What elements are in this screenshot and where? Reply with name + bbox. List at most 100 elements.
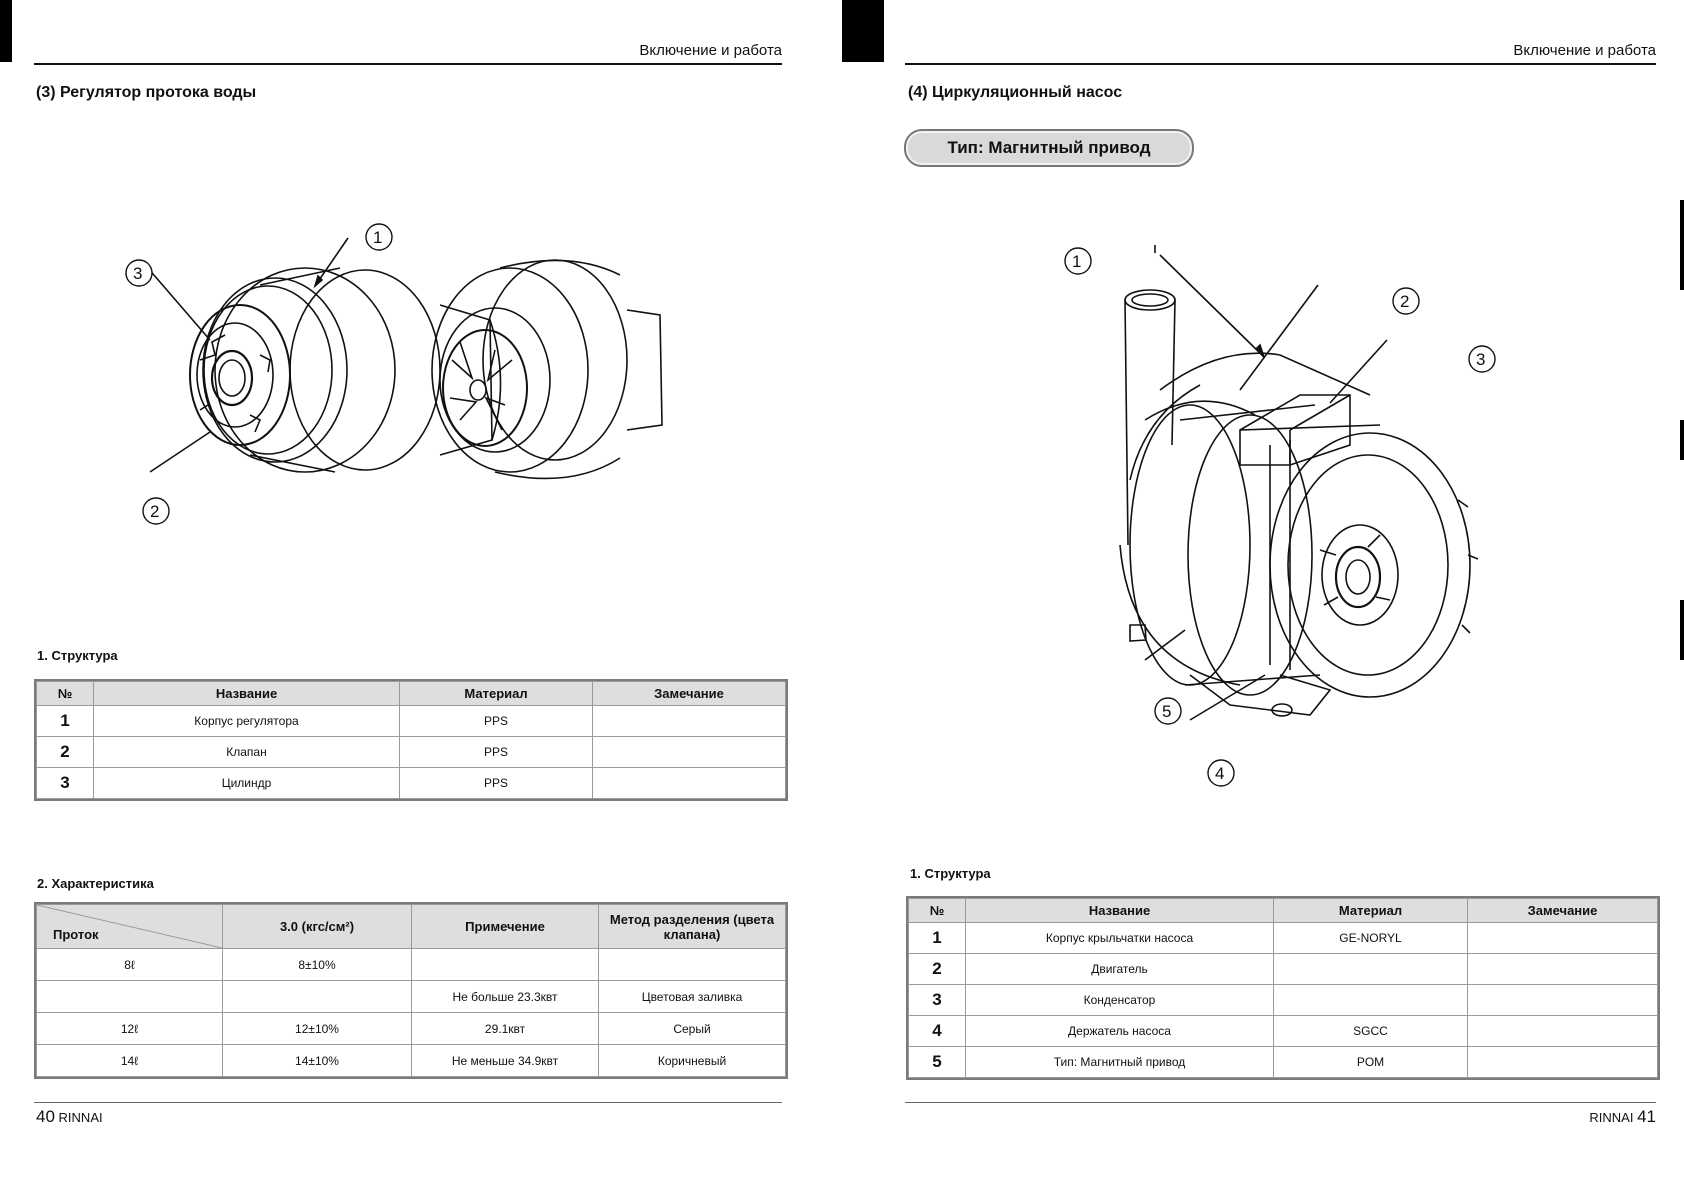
page-edge-tab-right <box>842 0 884 62</box>
column-header: Замечание <box>592 681 786 706</box>
callout-marker-3: 3 <box>125 259 153 287</box>
part-note <box>1467 922 1658 954</box>
footer-rule <box>34 1102 782 1103</box>
page-edge-mark <box>1680 200 1684 290</box>
diagonal-divider <box>37 905 222 948</box>
part-name: Корпус крыльчатки насоса <box>965 922 1274 954</box>
row-number: 1 <box>36 705 94 737</box>
column-header: Название <box>965 898 1274 923</box>
callout-group-left: 1 3 2 <box>125 223 393 525</box>
callout-marker-4: 4 <box>1207 759 1235 787</box>
column-header: Материал <box>1273 898 1468 923</box>
callout-marker-5: 5 <box>1154 697 1182 725</box>
part-name: Конденсатор <box>965 984 1274 1016</box>
table-row: 2 Двигатель <box>908 953 1658 985</box>
table-row: 12ℓ 12±10% 29.1квт Серый <box>36 1012 786 1045</box>
callout-label-3: 3 <box>133 264 142 283</box>
callout-marker-1: 1 <box>365 223 393 251</box>
part-material: PPS <box>399 767 593 799</box>
circulation-pump-drawing <box>1119 245 1479 721</box>
pressure-value: 8±10% <box>222 948 412 981</box>
part-name: Корпус регулятора <box>93 705 400 737</box>
part-note <box>592 736 786 768</box>
footer-brand: RINNAI <box>58 1110 103 1125</box>
footer-brand: RINNAI <box>1589 1110 1634 1125</box>
column-header: 3.0 (кгс/см²) <box>222 904 412 949</box>
flow-corner-label: Проток <box>53 927 99 942</box>
part-material: PPS <box>399 736 593 768</box>
footer-rule <box>905 1102 1656 1103</box>
callout-label-3: 3 <box>1476 350 1485 369</box>
page-left: Включение и работа (3) Регулятор протока… <box>34 42 788 1127</box>
row-number: 2 <box>36 736 94 768</box>
table-header-row: № Название Материал Замечание <box>908 898 1658 923</box>
column-header: Название <box>93 681 400 706</box>
part-name: Держатель насоса <box>965 1015 1274 1047</box>
column-header: Примечение <box>411 904 599 949</box>
table-row: Не больше 23.3квт Цветовая заливка <box>36 980 786 1013</box>
part-name: Двигатель <box>965 953 1274 985</box>
table-row: 1 Корпус регулятора PPS <box>36 705 786 737</box>
part-name: Тип: Магнитный привод <box>965 1046 1274 1078</box>
characteristics-title: 2. Характеристика <box>37 876 154 891</box>
note-value: Не больше 23.3квт <box>411 980 599 1013</box>
footer-left: 40 RINNAI <box>36 1107 103 1127</box>
note-value: Не меньше 34.9квт <box>411 1044 599 1077</box>
part-material <box>1273 953 1468 985</box>
table-row: 5 Тип: Магнитный привод POM <box>908 1046 1658 1078</box>
part-note <box>592 767 786 799</box>
callout-marker-1: 1 <box>1064 247 1092 275</box>
flow-value <box>36 980 223 1013</box>
header-rule <box>905 63 1656 65</box>
structure-table-right: № Название Материал Замечание 1 Корпус к… <box>906 896 1660 1080</box>
column-header: Материал <box>399 681 593 706</box>
callout-marker-2: 2 <box>1392 287 1420 315</box>
pump-type-badge: Тип: Магнитный привод <box>904 129 1194 167</box>
callout-group-right: 1 2 3 5 4 <box>1064 247 1496 787</box>
column-header: Замечание <box>1467 898 1658 923</box>
method-value: Коричневый <box>598 1044 786 1077</box>
characteristics-table: Проток 3.0 (кгс/см²) Примечение Метод ра… <box>34 902 788 1079</box>
row-number: 3 <box>36 767 94 799</box>
page-edge-mark <box>1680 420 1684 460</box>
part-material: PPS <box>399 705 593 737</box>
structure-title-left: 1. Структура <box>37 648 118 663</box>
regulator-assembly-complete <box>431 259 663 480</box>
page-number: 40 <box>36 1107 55 1126</box>
corner-header-cell: Проток <box>36 904 223 949</box>
structure-table-left: № Название Материал Замечание 1 Корпус р… <box>34 679 788 801</box>
table-row: 4 Держатель насоса SGCC <box>908 1015 1658 1047</box>
part-material: SGCC <box>1273 1015 1468 1047</box>
pump-holder-bracket <box>1189 674 1332 717</box>
pump-front-cover <box>1269 432 1479 698</box>
row-number: 2 <box>908 953 966 985</box>
page-edge-tab-left <box>0 0 12 62</box>
part-note <box>592 705 786 737</box>
flow-regulator-drawing <box>146 237 663 480</box>
regulator-assembly-exploded <box>189 267 502 473</box>
method-value <box>598 948 786 981</box>
table-header-row: № Название Материал Замечание <box>36 681 786 706</box>
callout-label-4: 4 <box>1215 764 1224 783</box>
part-material: POM <box>1273 1046 1468 1078</box>
method-value: Цветовая заливка <box>598 980 786 1013</box>
part-note <box>1467 1046 1658 1078</box>
callout-marker-2: 2 <box>142 497 170 525</box>
callout-label-5: 5 <box>1162 702 1171 721</box>
callout-label-2: 2 <box>1400 292 1409 311</box>
table-header-row: Проток 3.0 (кгс/см²) Примечение Метод ра… <box>36 904 786 949</box>
flow-value: 8ℓ <box>36 948 223 981</box>
part-note <box>1467 1015 1658 1047</box>
flow-value: 12ℓ <box>36 1012 223 1045</box>
part-name: Цилиндр <box>93 767 400 799</box>
pump-inlet-pipe <box>1124 289 1176 546</box>
table-row: 14ℓ 14±10% Не меньше 34.9квт Коричневый <box>36 1044 786 1077</box>
section-title-flow-regulator: (3) Регулятор протока воды <box>36 84 257 101</box>
pressure-value: 14±10% <box>222 1044 412 1077</box>
page-right: Включение и работа (4) Циркуляционный на… <box>842 0 1684 1190</box>
column-header: № <box>908 898 966 923</box>
row-number: 3 <box>908 984 966 1016</box>
page-edge-mark <box>1680 600 1684 660</box>
callout-label-1: 1 <box>1072 252 1081 271</box>
part-material <box>1273 984 1468 1016</box>
